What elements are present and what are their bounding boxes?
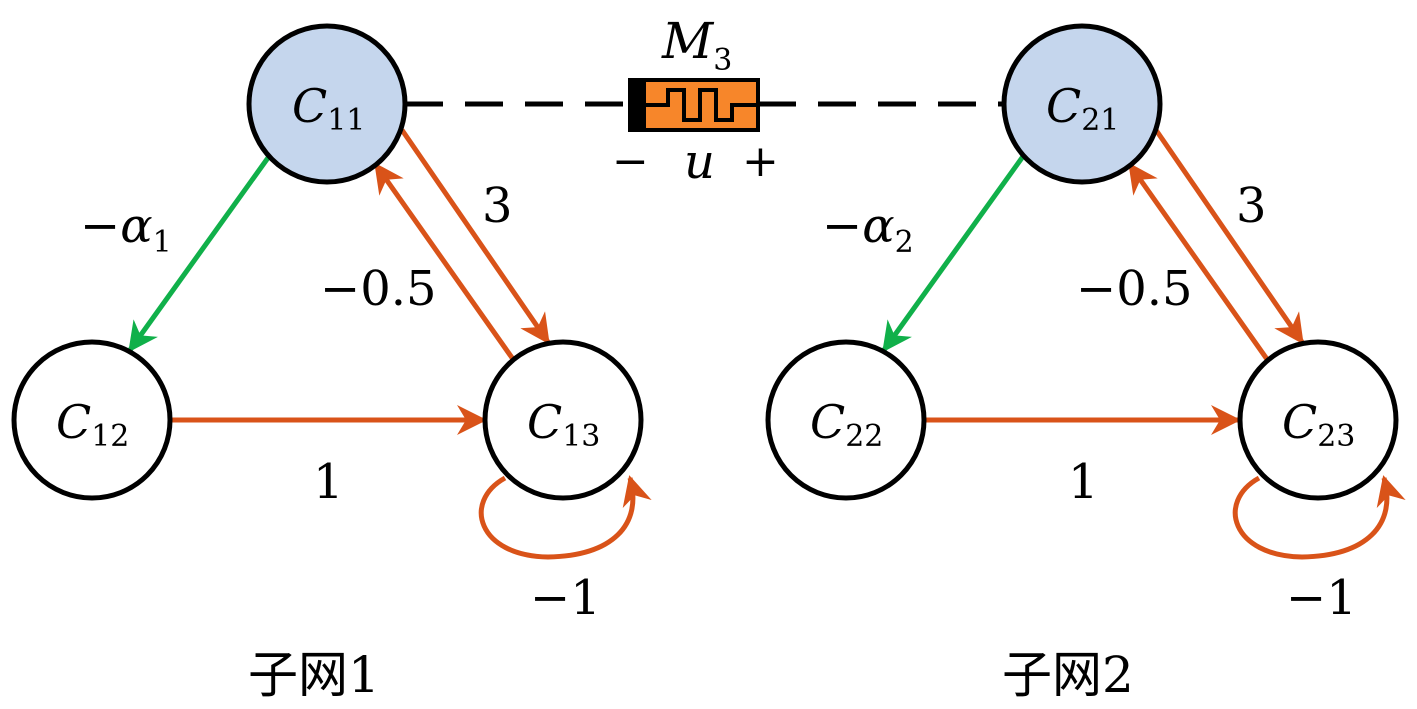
weight-hub-to-right-1: 3 xyxy=(482,178,513,234)
weight-hub-to-left-2: −α2 xyxy=(822,198,914,260)
memristor: M3 − u + xyxy=(612,12,779,190)
weight-right-to-hub-2: −0.5 xyxy=(1076,261,1193,317)
node-c23: C23 xyxy=(1237,339,1399,501)
svg-text:C13: C13 xyxy=(527,395,600,454)
svg-text:C21: C21 xyxy=(1046,79,1119,138)
subnet-1: C11 C12 C13 −α1 3 −0.5 1 −1 子网1 xyxy=(11,23,652,704)
edge-hub-to-right-2 xyxy=(1153,128,1305,345)
svg-text:C12: C12 xyxy=(56,395,129,454)
subnet-2: C21 C22 C23 −α2 3 −0.5 1 −1 子网2 xyxy=(765,23,1406,704)
node-c12: C12 xyxy=(11,339,173,501)
node-c22: C22 xyxy=(765,339,927,501)
node-c13: C13 xyxy=(482,339,644,501)
weight-hub-to-right-2: 3 xyxy=(1236,178,1267,234)
subnet-caption-2: 子网2 xyxy=(1002,646,1134,704)
edge-right-to-hub-2 xyxy=(1127,162,1272,364)
memristor-band xyxy=(630,80,646,130)
edge-hub-to-left-1 xyxy=(127,153,273,353)
edge-right-to-hub-1 xyxy=(373,162,518,364)
weight-self-loop-2: −1 xyxy=(1286,570,1357,626)
memristor-sign-var: u xyxy=(684,134,715,190)
weight-left-to-right-2: 1 xyxy=(1068,454,1099,510)
edge-hub-to-left-2 xyxy=(881,153,1027,353)
svg-text:C22: C22 xyxy=(810,395,883,454)
svg-text:C23: C23 xyxy=(1282,395,1355,454)
weight-left-to-right-1: 1 xyxy=(313,454,344,510)
memristor-sign-plus: + xyxy=(742,136,779,187)
edge-hub-to-right-1 xyxy=(399,128,551,345)
svg-text:C11: C11 xyxy=(292,79,365,138)
memristor-sign-minus: − xyxy=(612,136,649,187)
edge-self-loop-1 xyxy=(478,475,652,560)
weight-hub-to-left-1: −α1 xyxy=(80,198,172,260)
node-c21: C21 xyxy=(1001,23,1163,185)
memristor-label: M3 xyxy=(661,12,732,78)
node-c11: C11 xyxy=(246,23,408,185)
weight-right-to-hub-1: −0.5 xyxy=(320,261,437,317)
edge-self-loop-2 xyxy=(1232,475,1406,560)
memristor-zigzag xyxy=(646,88,758,122)
weight-self-loop-1: −1 xyxy=(530,570,601,626)
subnet-caption-1: 子网1 xyxy=(248,646,380,704)
